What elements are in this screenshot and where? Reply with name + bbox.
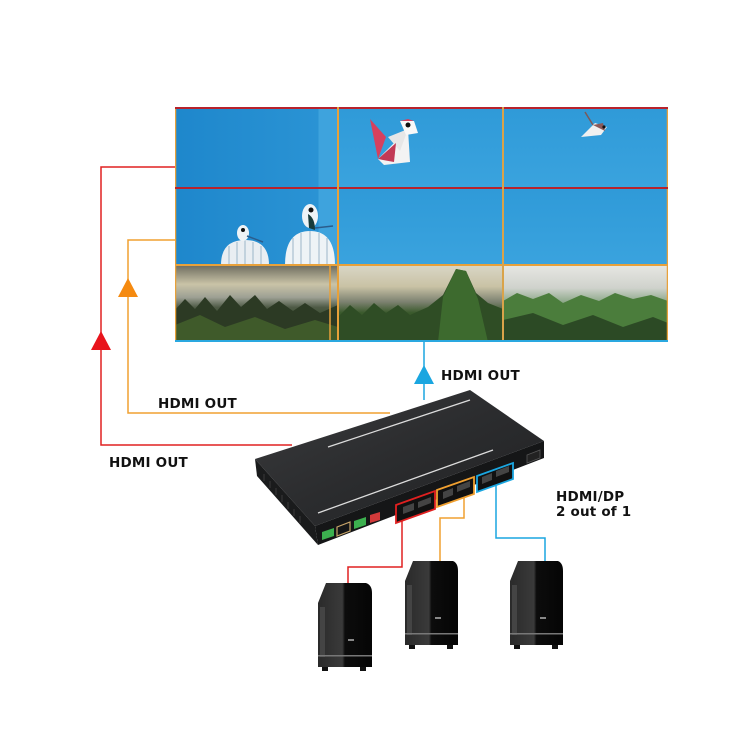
wall-panel-r3c2 [338, 265, 503, 342]
orange-arrow-up-icon [118, 278, 138, 297]
wall-panel-r1c3 [503, 107, 668, 188]
red-input-cable [347, 505, 403, 585]
inputs-label-line1: HDMI/DP [556, 489, 625, 505]
orange-input-cable [439, 492, 465, 562]
wall-panel-r3c3 [503, 265, 668, 342]
hdmi-out-label-red: HDMI OUT [109, 455, 188, 471]
terminal-block-icon [322, 528, 334, 540]
hdmi-out-label-top: HDMI OUT [441, 368, 520, 384]
red-hdmi-cable [100, 166, 292, 446]
wall-panel-r1c2 [338, 107, 503, 188]
pc-tower-2 [405, 561, 458, 649]
wall-panel-r2c3 [503, 188, 668, 265]
dip-switch-icon [370, 512, 380, 523]
input-group-red [395, 489, 436, 525]
hdmi-out-label-orange: HDMI OUT [158, 396, 237, 412]
blue-input-cable [495, 484, 546, 562]
ethernet-port-icon [336, 521, 351, 537]
wall-panel-r1c1 [175, 107, 338, 188]
wall-panel-r2c2 [338, 188, 503, 265]
inputs-label: HDMI/DP 2 out of 1 [556, 490, 631, 520]
power-switch-icon [526, 449, 541, 464]
inputs-label-line2: 2 out of 1 [556, 504, 632, 520]
origami-bird-icon [370, 119, 418, 165]
pc-tower-3 [510, 561, 563, 649]
pc-tower-1 [318, 583, 372, 671]
small-bird-icon [581, 111, 607, 137]
wall-grid-lines [175, 107, 668, 342]
mountains-image [338, 269, 503, 342]
wall-panel-r2c1 [175, 188, 338, 265]
video-wall [175, 107, 668, 342]
blue-arrow-up-icon [414, 365, 434, 384]
birdcage-icon [221, 204, 335, 265]
terminal-block-icon-2 [354, 517, 366, 529]
mountains-image [175, 295, 338, 342]
mountains-image [503, 293, 668, 342]
orange-hdmi-cable [127, 239, 390, 414]
wall-panel-r3c1 [175, 265, 338, 342]
red-arrow-up-icon [91, 331, 111, 350]
